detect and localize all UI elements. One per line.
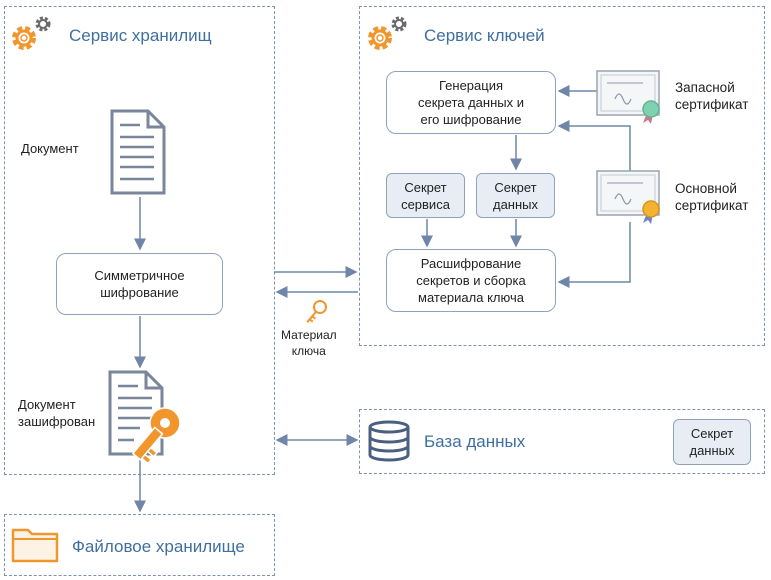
symmetric-encryption-node: Симметричное шифрование xyxy=(56,253,223,315)
gear-icon xyxy=(12,16,51,50)
certificate-icon xyxy=(596,170,660,224)
decrypt-assemble-node: Расшифрование секретов и сборка материал… xyxy=(386,249,556,312)
key-service-title: Сервис ключей xyxy=(424,26,545,45)
backup-certificate-label: Запасной сертификат xyxy=(675,80,749,112)
storage-service-title: Сервис хранилищ xyxy=(69,26,212,45)
main-certificate-label: Основной сертификат xyxy=(675,181,749,213)
db-data-secret-box: Секрет данных xyxy=(673,419,751,465)
certificate-icon xyxy=(596,70,660,124)
key-icon xyxy=(306,300,327,323)
database-title: База данных xyxy=(424,432,526,451)
folder-icon xyxy=(11,528,59,563)
arrow-main-to-decrypt xyxy=(557,222,631,288)
document-icon xyxy=(110,109,166,195)
gear-icon xyxy=(368,16,407,50)
database-panel xyxy=(359,409,765,474)
key-material-label: Материал ключа xyxy=(281,328,337,358)
encrypted-document-label: Документ зашифрован xyxy=(18,397,96,429)
generate-secret-node: Генерация секрета данных и его шифровани… xyxy=(386,71,556,134)
database-icon xyxy=(368,420,410,462)
key-service-panel xyxy=(359,6,765,346)
file-storage-panel xyxy=(4,514,275,576)
data-secret-box: Секрет данных xyxy=(476,173,555,218)
arrow-main-to-generate xyxy=(557,120,631,172)
service-secret-box: Секрет сервиса xyxy=(386,173,465,218)
document-label: Документ xyxy=(21,141,79,156)
file-storage-title: Файловое хранилище xyxy=(72,537,245,556)
encrypted-document-icon xyxy=(108,370,181,462)
